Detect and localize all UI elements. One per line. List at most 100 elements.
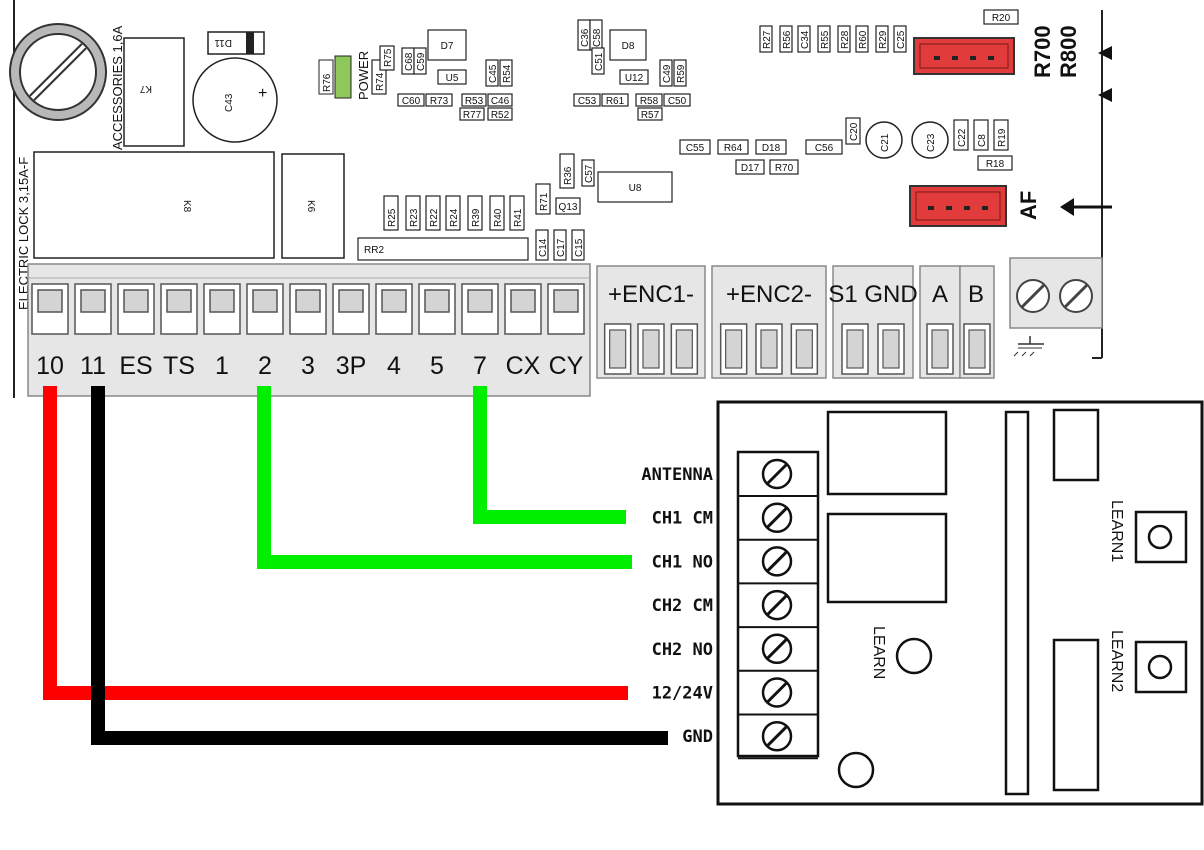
- component-label-d18: D18: [762, 143, 781, 154]
- component-c21: [865, 121, 903, 159]
- component-label-c56: C56: [815, 143, 834, 154]
- component-c34: [797, 25, 811, 53]
- power-label: POWER: [356, 51, 371, 100]
- learn2-label: LEARN2: [1108, 630, 1125, 692]
- component-c53: [573, 93, 601, 107]
- component-label-r57: R57: [641, 110, 660, 121]
- component-r25: [383, 195, 399, 231]
- component-c50: [663, 93, 691, 107]
- component-label-r19: R19: [997, 128, 1008, 147]
- component-label-r40: R40: [493, 208, 504, 227]
- r76-label: R76: [322, 73, 333, 92]
- component-label-c51: C51: [594, 52, 605, 71]
- receiver-terminal-2: CH1 NO: [652, 552, 713, 572]
- component-label-r56: R56: [782, 30, 793, 49]
- encoder-header-0: +ENC1-: [608, 281, 694, 308]
- component-label-c45: C45: [488, 64, 499, 83]
- terminal-label-5: 5: [430, 352, 444, 380]
- component-label-c21: C21: [880, 133, 891, 152]
- component-label-r61: R61: [606, 96, 625, 107]
- receiver-terminal-0: ANTENNA: [641, 465, 713, 485]
- component-c49: [659, 59, 673, 87]
- component-r20: [983, 9, 1019, 25]
- component-c59: [413, 47, 427, 75]
- relay-k6: [281, 153, 345, 259]
- component-r40: [489, 195, 505, 231]
- component-label-r70: R70: [775, 163, 794, 174]
- accessories-label: ACCESSORIES 1,6A: [110, 25, 125, 150]
- component-r56: [779, 25, 793, 53]
- component-r73: [425, 93, 453, 107]
- wire-2-to-ch1-no: [257, 386, 632, 569]
- component-d7: [427, 29, 467, 61]
- d11-label: D11: [214, 37, 232, 48]
- component-label-r28: R28: [840, 30, 851, 49]
- component-label-r29: R29: [878, 30, 889, 49]
- component-label-c55: C55: [686, 143, 705, 154]
- component-label-c59: C59: [416, 52, 427, 71]
- component-label-r52: R52: [491, 110, 510, 121]
- component-c60: [397, 93, 425, 107]
- terminal-label-2: 2: [258, 352, 272, 380]
- component-r71: [535, 183, 551, 215]
- component-label-d17: D17: [741, 163, 760, 174]
- component-r22: [425, 195, 441, 231]
- component-label-d7: D7: [441, 41, 454, 52]
- component-label-r77: R77: [463, 110, 482, 121]
- component-r27: [759, 25, 773, 53]
- receiver-terminal-3: CH2 CM: [652, 596, 713, 616]
- terminal-label-ts: TS: [163, 352, 195, 380]
- component-r29: [875, 25, 889, 53]
- component-c46: [487, 93, 513, 107]
- component-label-r22: R22: [429, 208, 440, 227]
- component-label-q13: Q13: [559, 202, 578, 213]
- component-label-r75: R75: [383, 48, 394, 67]
- terminal-label-es: ES: [119, 352, 152, 380]
- component-d18: [755, 139, 787, 155]
- component-label-r73: R73: [430, 96, 449, 107]
- connector-af: [909, 185, 1007, 227]
- power-screw-terminal: [1009, 257, 1103, 357]
- component-label-c58: C58: [592, 28, 603, 47]
- component-c23: [911, 121, 949, 159]
- component-r18: [977, 155, 1013, 171]
- component-u12: [619, 69, 649, 85]
- component-r60: [855, 25, 869, 53]
- wire-7-to-ch1-cm: [473, 386, 626, 524]
- component-label-c25: C25: [896, 30, 907, 49]
- component-label-r74: R74: [375, 72, 386, 91]
- component-label-r58: R58: [640, 96, 659, 107]
- component-r52: [487, 107, 513, 121]
- component-label-r53: R53: [465, 96, 484, 107]
- component-u5: [437, 69, 467, 85]
- component-r61: [601, 93, 629, 107]
- learn-button: [895, 637, 933, 675]
- component-r41: [509, 195, 525, 231]
- terminal-label-3p: 3P: [336, 352, 367, 380]
- wires: [43, 386, 668, 745]
- component-label-c46: C46: [491, 96, 510, 107]
- component-rr2: [357, 237, 529, 261]
- component-label-r60: R60: [858, 30, 869, 49]
- af-label: AF: [1016, 191, 1041, 220]
- component-label-r25: R25: [387, 208, 398, 227]
- relay-k6-label: K6: [305, 200, 316, 213]
- component-c55: [679, 139, 711, 155]
- component-label-c23: C23: [926, 133, 937, 152]
- component-r64: [717, 139, 749, 155]
- component-label-c49: C49: [662, 64, 673, 83]
- component-label-r71: R71: [539, 192, 550, 211]
- learn-label: LEARN: [870, 626, 887, 679]
- component-r75: [379, 45, 395, 71]
- terminal-label-10: 10: [36, 352, 64, 380]
- wire-10-to-12v: [43, 386, 628, 700]
- component-r57: [637, 107, 663, 121]
- component-c45: [485, 59, 499, 87]
- component-u8: [597, 171, 673, 203]
- component-label-c8: C8: [977, 134, 988, 147]
- r700-label: R700: [1030, 25, 1055, 78]
